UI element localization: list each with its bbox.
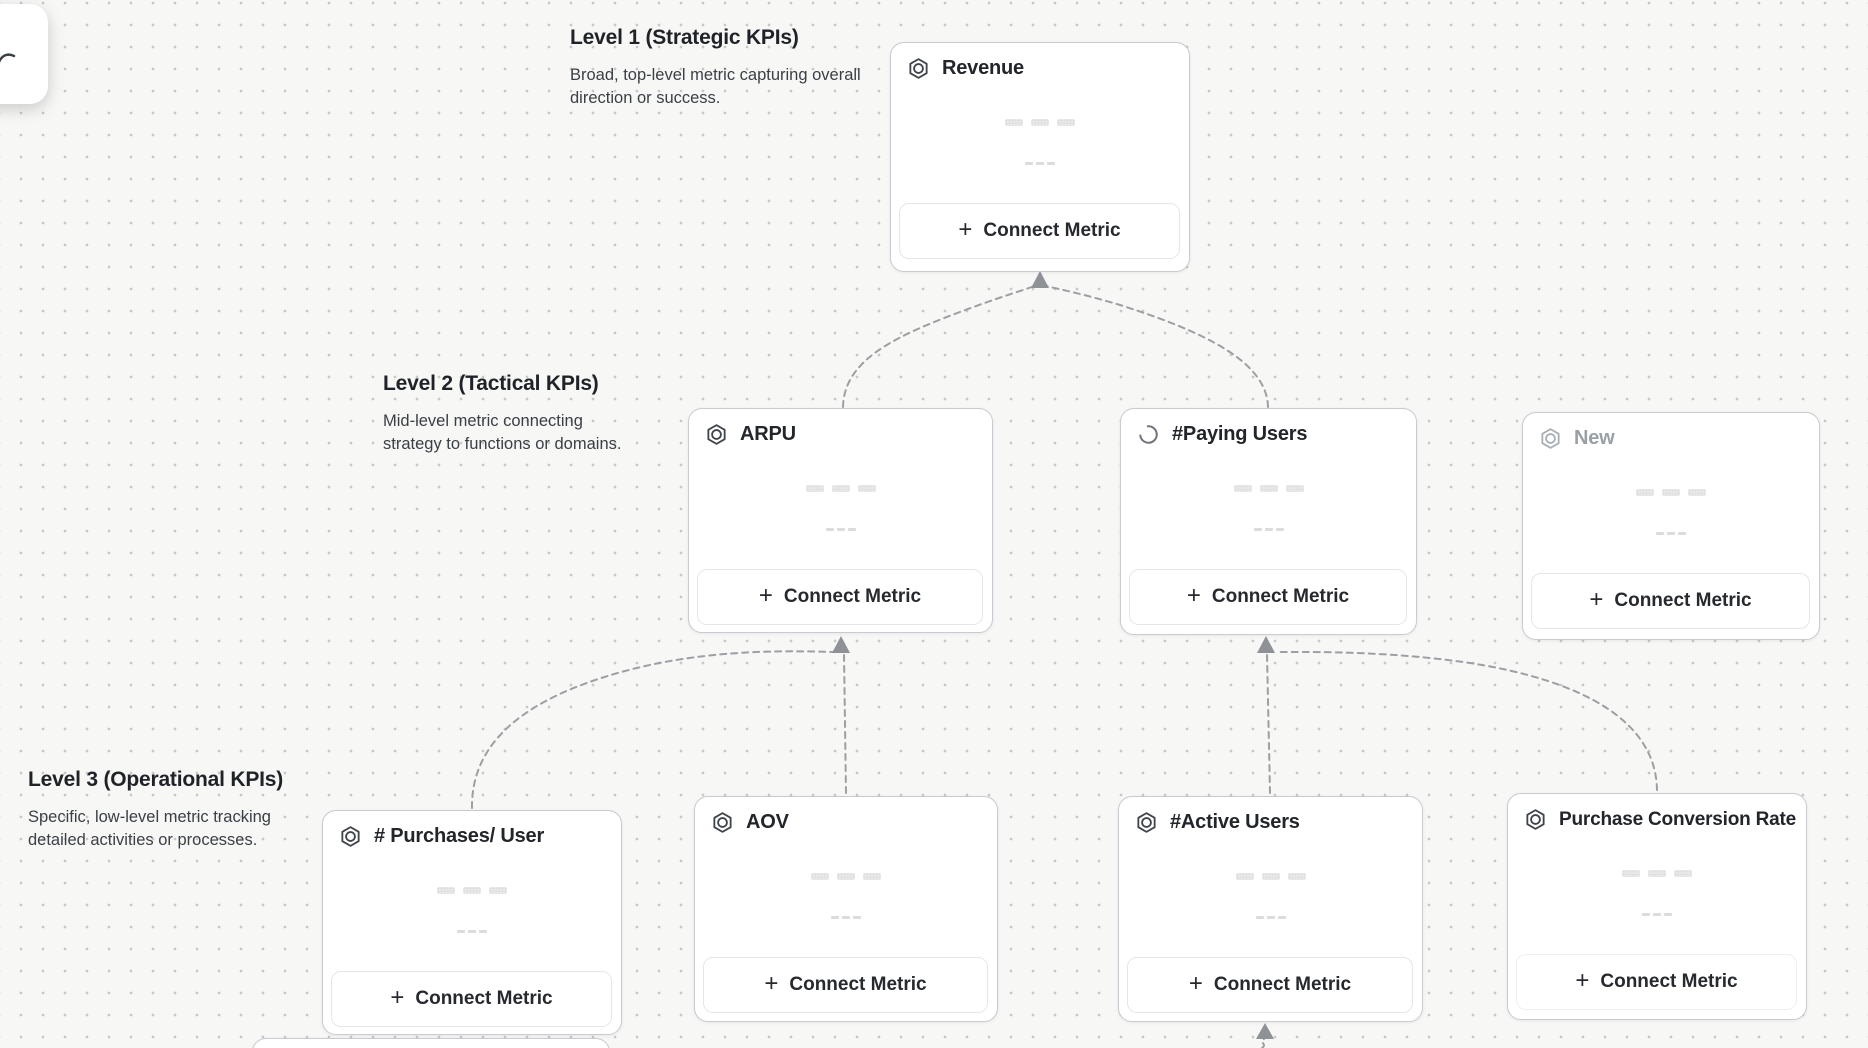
connector-purchases-to-arpu — [470, 650, 834, 809]
level1-annotation: Level 1 (Strategic KPIs) Broad, top-leve… — [570, 26, 862, 110]
loading-spinner-icon — [1139, 425, 1158, 444]
card-header: #Active Users — [1119, 797, 1422, 834]
connect-metric-button[interactable]: + Connect Metric — [331, 971, 612, 1027]
card-title: AOV — [746, 811, 789, 833]
skeleton-placeholder-bars — [1119, 873, 1422, 880]
connect-metric-label: Connect Metric — [1600, 971, 1738, 992]
level2-title: Level 2 (Tactical KPIs) — [383, 372, 599, 395]
level3-annotation: Level 3 (Operational KPIs) Specific, low… — [28, 768, 316, 852]
connect-metric-button[interactable]: + Connect Metric — [1129, 569, 1407, 625]
card-header: New — [1523, 413, 1819, 450]
skeleton-placeholder-dashes — [1508, 913, 1806, 916]
hexagon-metric-icon — [1541, 428, 1560, 449]
level1-description: Broad, top-level metric capturing overal… — [570, 66, 861, 107]
card-header: #Paying Users — [1121, 409, 1416, 446]
connect-metric-label: Connect Metric — [1614, 590, 1752, 611]
hexagon-metric-icon — [1526, 809, 1545, 830]
hexagon-metric-icon — [707, 424, 726, 445]
card-title: #Paying Users — [1172, 423, 1308, 445]
connect-metric-label: Connect Metric — [1211, 586, 1350, 607]
metric-card-revenue[interactable]: Revenue + Connect Metric — [890, 42, 1190, 272]
plus-icon: + — [390, 984, 405, 1011]
hexagon-metric-icon — [713, 812, 732, 833]
plus-icon: + — [764, 970, 779, 997]
card-header: ARPU — [689, 409, 992, 446]
connect-metric-button[interactable]: + Connect Metric — [1531, 573, 1810, 629]
connect-metric-button[interactable]: + Connect Metric — [697, 569, 983, 625]
connect-metric-button[interactable]: + Connect Metric — [899, 203, 1180, 259]
connect-metric-label: Connect Metric — [415, 988, 553, 1009]
hexagon-metric-icon — [1137, 812, 1156, 833]
metric-card-partial-bottom[interactable] — [252, 1038, 610, 1048]
card-title: Purchase Conversion Rate — [1559, 808, 1797, 830]
level2-annotation: Level 2 (Tactical KPIs) Mid-level metric… — [383, 372, 635, 456]
connector-activeusers-to-payingusers — [1266, 653, 1271, 794]
connector-offscreen-to-activeusers — [1261, 1038, 1265, 1048]
connect-metric-button[interactable]: + Connect Metric — [703, 957, 988, 1013]
floating-panel-partial[interactable] — [0, 4, 48, 104]
metric-card-arpu[interactable]: ARPU + Connect Metric — [688, 408, 993, 633]
card-title: # Purchases/ User — [374, 825, 545, 847]
metric-card-purchases-per-user[interactable]: # Purchases/ User + Connect Metric — [322, 810, 622, 1035]
skeleton-placeholder-bars — [1121, 485, 1416, 492]
hexagon-metric-icon — [909, 58, 928, 79]
metric-card-paying-users[interactable]: #Paying Users + Connect Metric — [1120, 408, 1417, 635]
card-header: Purchase Conversion Rate — [1508, 794, 1806, 831]
level1-title: Level 1 (Strategic KPIs) — [570, 26, 799, 49]
connector-arpu-to-revenue — [842, 285, 1035, 408]
connect-metric-button[interactable]: + Connect Metric — [1127, 957, 1413, 1013]
skeleton-placeholder-bars — [689, 485, 992, 492]
arrowhead-into-activeusers — [1256, 1023, 1274, 1039]
skeleton-placeholder-dashes — [1119, 916, 1422, 919]
card-title: ARPU — [740, 423, 796, 445]
connector-payingusers-to-revenue — [1045, 285, 1269, 408]
connector-aov-to-arpu — [843, 653, 847, 794]
plus-icon: + — [1188, 970, 1203, 997]
skeleton-placeholder-bars — [695, 873, 997, 880]
skeleton-placeholder-bars — [891, 119, 1189, 126]
level3-description: Specific, low-level metric tracking deta… — [28, 808, 271, 849]
skeleton-placeholder-dashes — [689, 528, 992, 531]
plus-icon: + — [1575, 967, 1590, 994]
connect-metric-label: Connect Metric — [789, 974, 927, 995]
card-header: Revenue — [891, 43, 1189, 80]
plus-icon: + — [1589, 586, 1604, 613]
metric-card-purchase-conversion-rate[interactable]: Purchase Conversion Rate + Connect Metri… — [1507, 793, 1807, 1020]
skeleton-placeholder-dashes — [1523, 532, 1819, 535]
partial-toolbar-icon — [0, 53, 16, 63]
connect-metric-label: Connect Metric — [983, 220, 1121, 241]
plus-icon: + — [758, 582, 773, 609]
level3-title: Level 3 (Operational KPIs) — [28, 768, 284, 791]
connect-metric-label: Connect Metric — [783, 586, 922, 607]
level2-description: Mid-level metric connecting strategy to … — [383, 412, 622, 453]
card-title: Revenue — [942, 57, 1024, 79]
arrowhead-into-payingusers — [1257, 636, 1275, 653]
skeleton-placeholder-bars — [1523, 489, 1819, 496]
skeleton-placeholder-dashes — [891, 162, 1189, 165]
hexagon-metric-icon — [341, 826, 360, 847]
plus-icon: + — [1186, 582, 1201, 609]
metric-card-active-users[interactable]: #Active Users + Connect Metric — [1118, 796, 1423, 1022]
card-header: AOV — [695, 797, 997, 834]
arrowhead-into-arpu — [832, 636, 850, 653]
connect-metric-label: Connect Metric — [1213, 974, 1352, 995]
skeleton-placeholder-dashes — [1121, 528, 1416, 531]
skeleton-placeholder-dashes — [695, 916, 997, 919]
metric-card-aov[interactable]: AOV + Connect Metric — [694, 796, 998, 1022]
skeleton-placeholder-bars — [1508, 870, 1806, 877]
card-title: New — [1574, 427, 1615, 449]
skeleton-placeholder-bars — [323, 887, 621, 894]
skeleton-placeholder-dashes — [323, 930, 621, 933]
metric-card-new[interactable]: New + Connect Metric — [1522, 412, 1820, 640]
plus-icon: + — [958, 216, 973, 243]
card-header: # Purchases/ User — [323, 811, 621, 848]
card-title: #Active Users — [1170, 811, 1300, 833]
connector-pcr-to-payingusers — [1279, 650, 1658, 791]
arrowhead-into-revenue — [1031, 271, 1049, 288]
connect-metric-button[interactable]: + Connect Metric — [1516, 954, 1797, 1010]
